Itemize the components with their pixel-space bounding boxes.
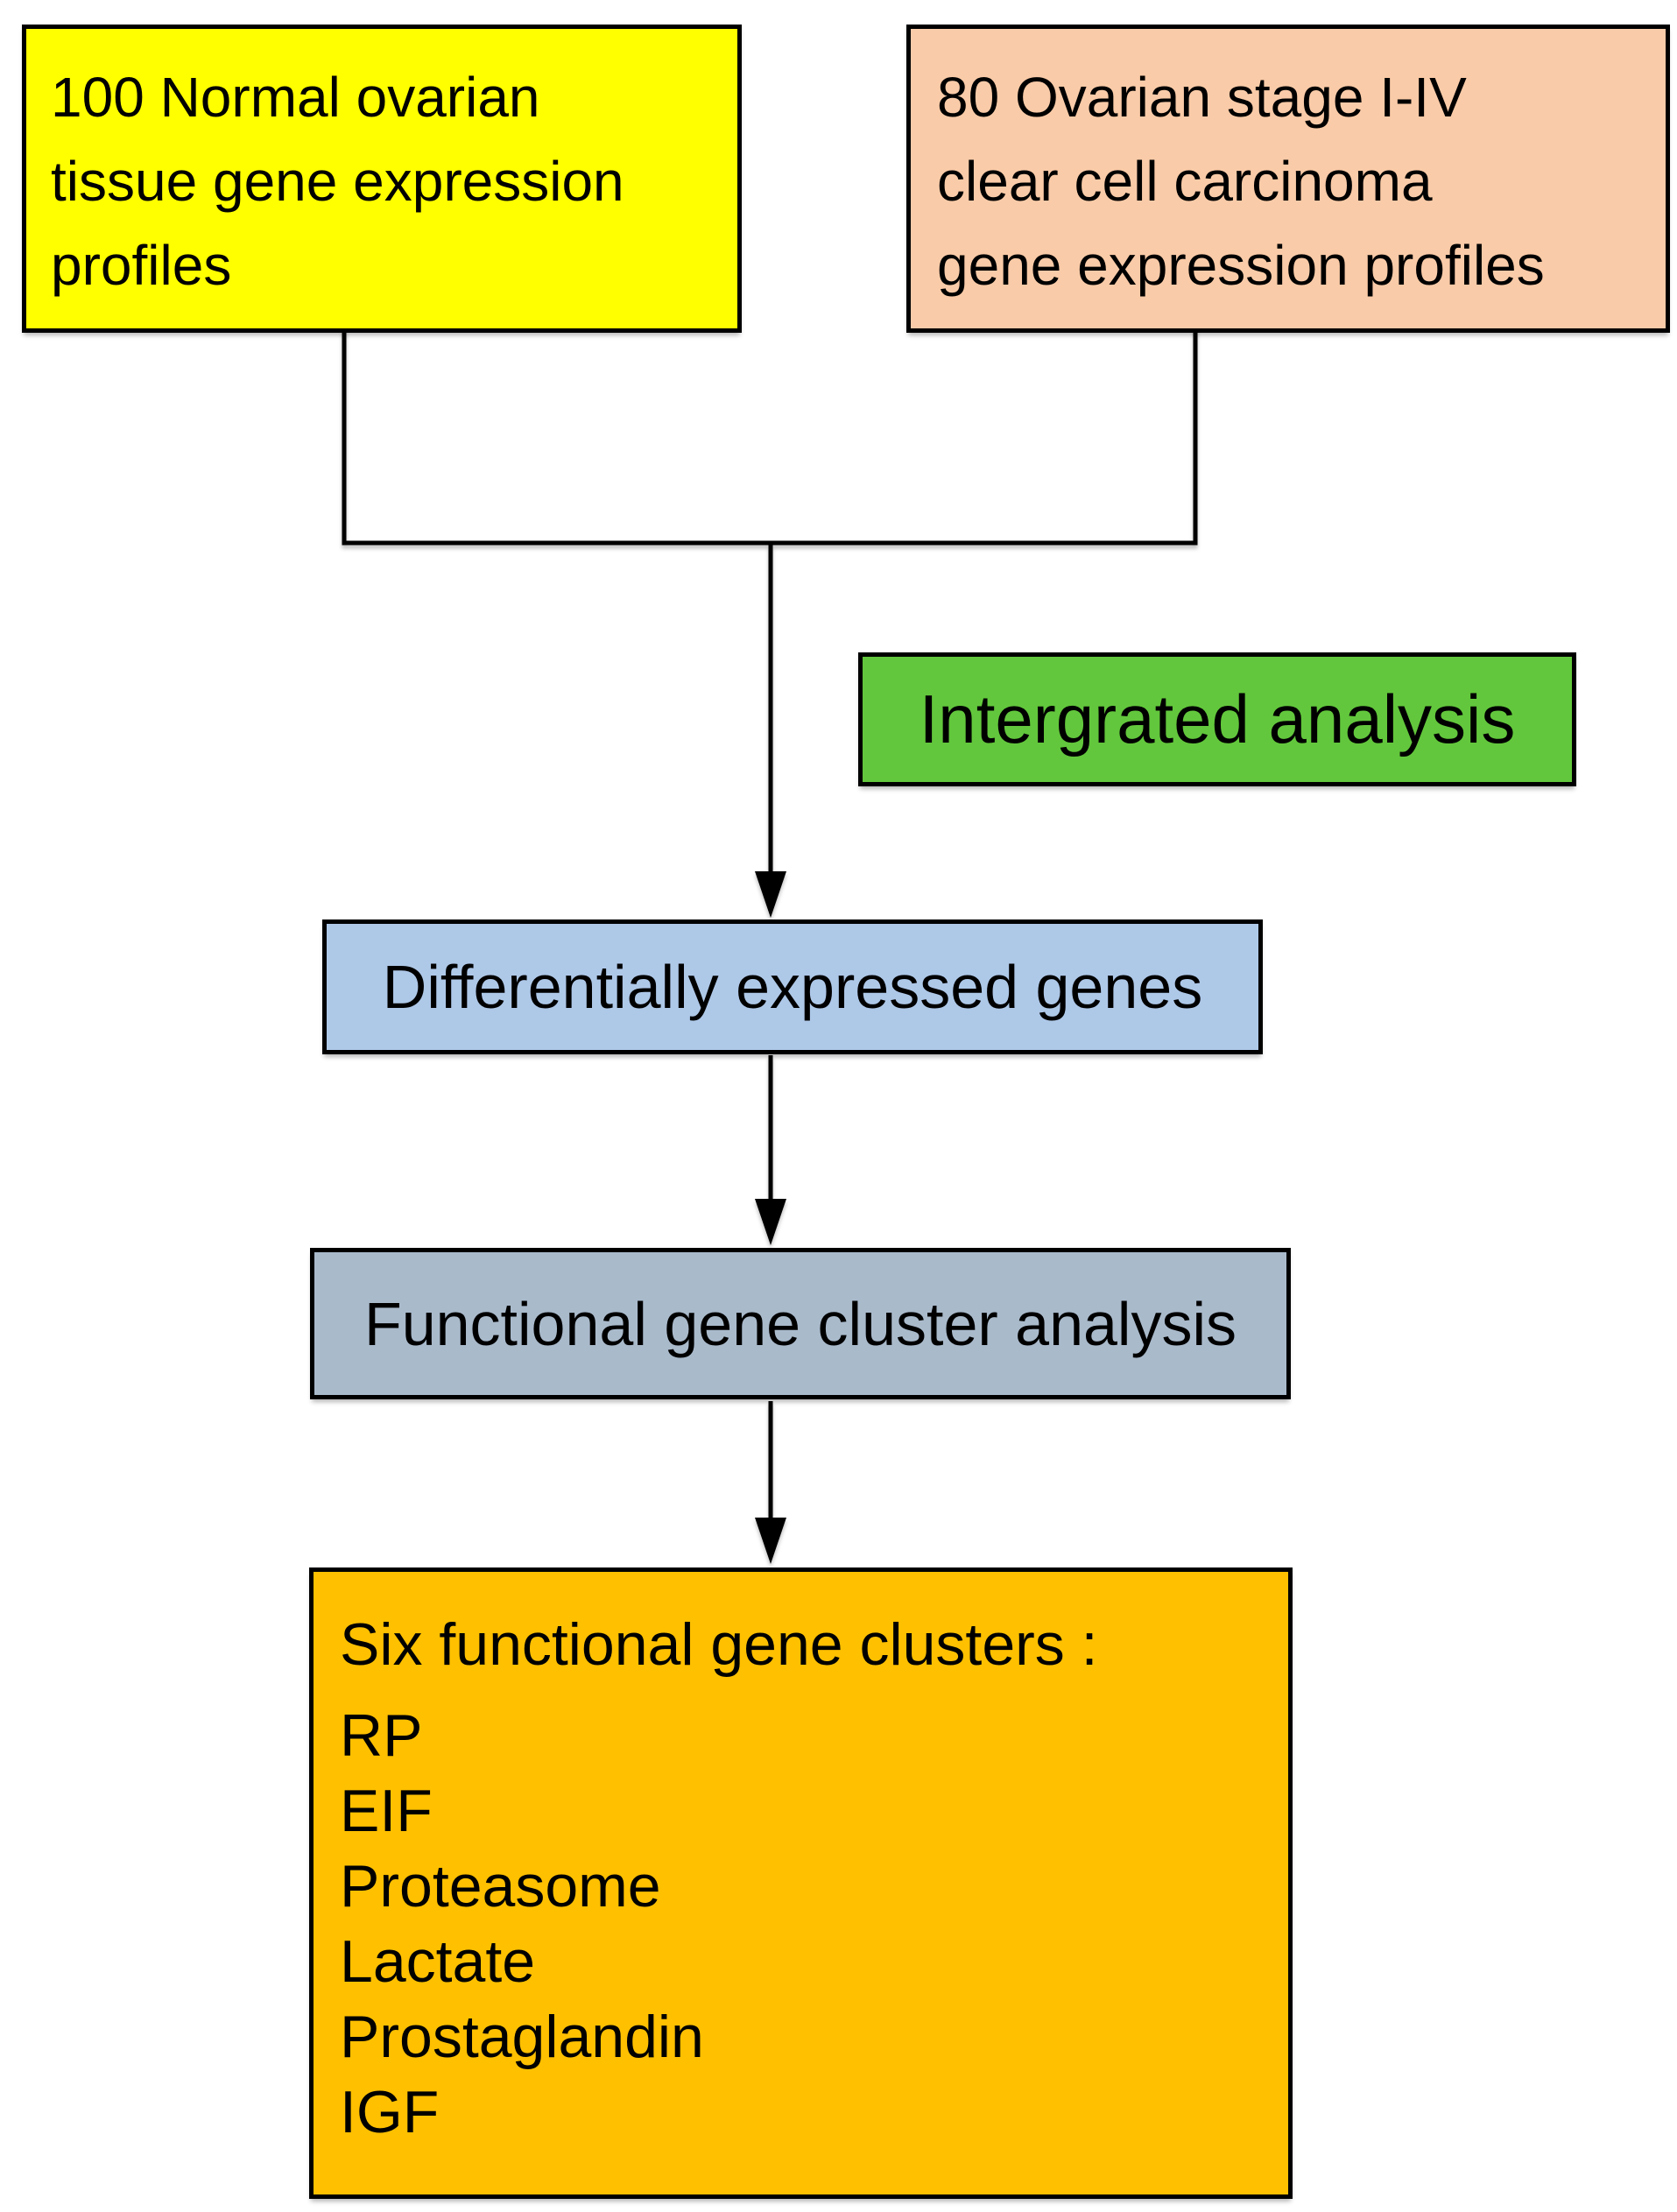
arrow-cluster-to-result-head: [755, 1518, 786, 1564]
result-item-proteasome: Proteasome: [340, 1853, 661, 1920]
node-normal-tissue-line3: profiles: [51, 234, 232, 297]
node-functional-gene-cluster-analysis: Functional gene cluster analysis: [310, 1248, 1291, 1399]
node-deg-label: Differentially expressed genes: [382, 953, 1203, 1021]
node-normal-tissue-line1: 100 Normal ovarian: [51, 66, 540, 129]
node-six-functional-gene-clusters: Six functional gene clusters : RP EIF Pr…: [309, 1567, 1293, 2199]
result-item-rp: RP: [340, 1702, 423, 1769]
arrow-to-deg-head: [755, 871, 786, 918]
node-cluster-analysis-label: Functional gene cluster analysis: [363, 1289, 1237, 1358]
node-carcinoma-line3: gene expression profiles: [937, 234, 1545, 297]
result-title: Six functional gene clusters :: [340, 1611, 1098, 1678]
node-carcinoma-line1: 80 Ovarian stage I-IV: [937, 66, 1467, 129]
node-normal-tissue-line2: tissue gene expression: [51, 150, 624, 213]
node-normal-tissue: 100 Normal ovarian tissue gene expressio…: [22, 25, 742, 333]
result-item-prostaglandin: Prostaglandin: [340, 2004, 704, 2070]
arrow-deg-to-cluster-head: [755, 1199, 786, 1245]
node-carcinoma: 80 Ovarian stage I-IV clear cell carcino…: [906, 25, 1670, 333]
node-integrated-analysis-label: Intergrated analysis: [919, 680, 1516, 757]
node-carcinoma-line2: clear cell carcinoma: [937, 150, 1433, 213]
node-differentially-expressed-genes: Differentially expressed genes: [322, 919, 1263, 1054]
result-item-igf: IGF: [340, 2079, 440, 2145]
result-item-lactate: Lactate: [340, 1928, 536, 1995]
node-integrated-analysis: Intergrated analysis: [858, 652, 1576, 786]
result-item-eif: EIF: [340, 1778, 433, 1844]
